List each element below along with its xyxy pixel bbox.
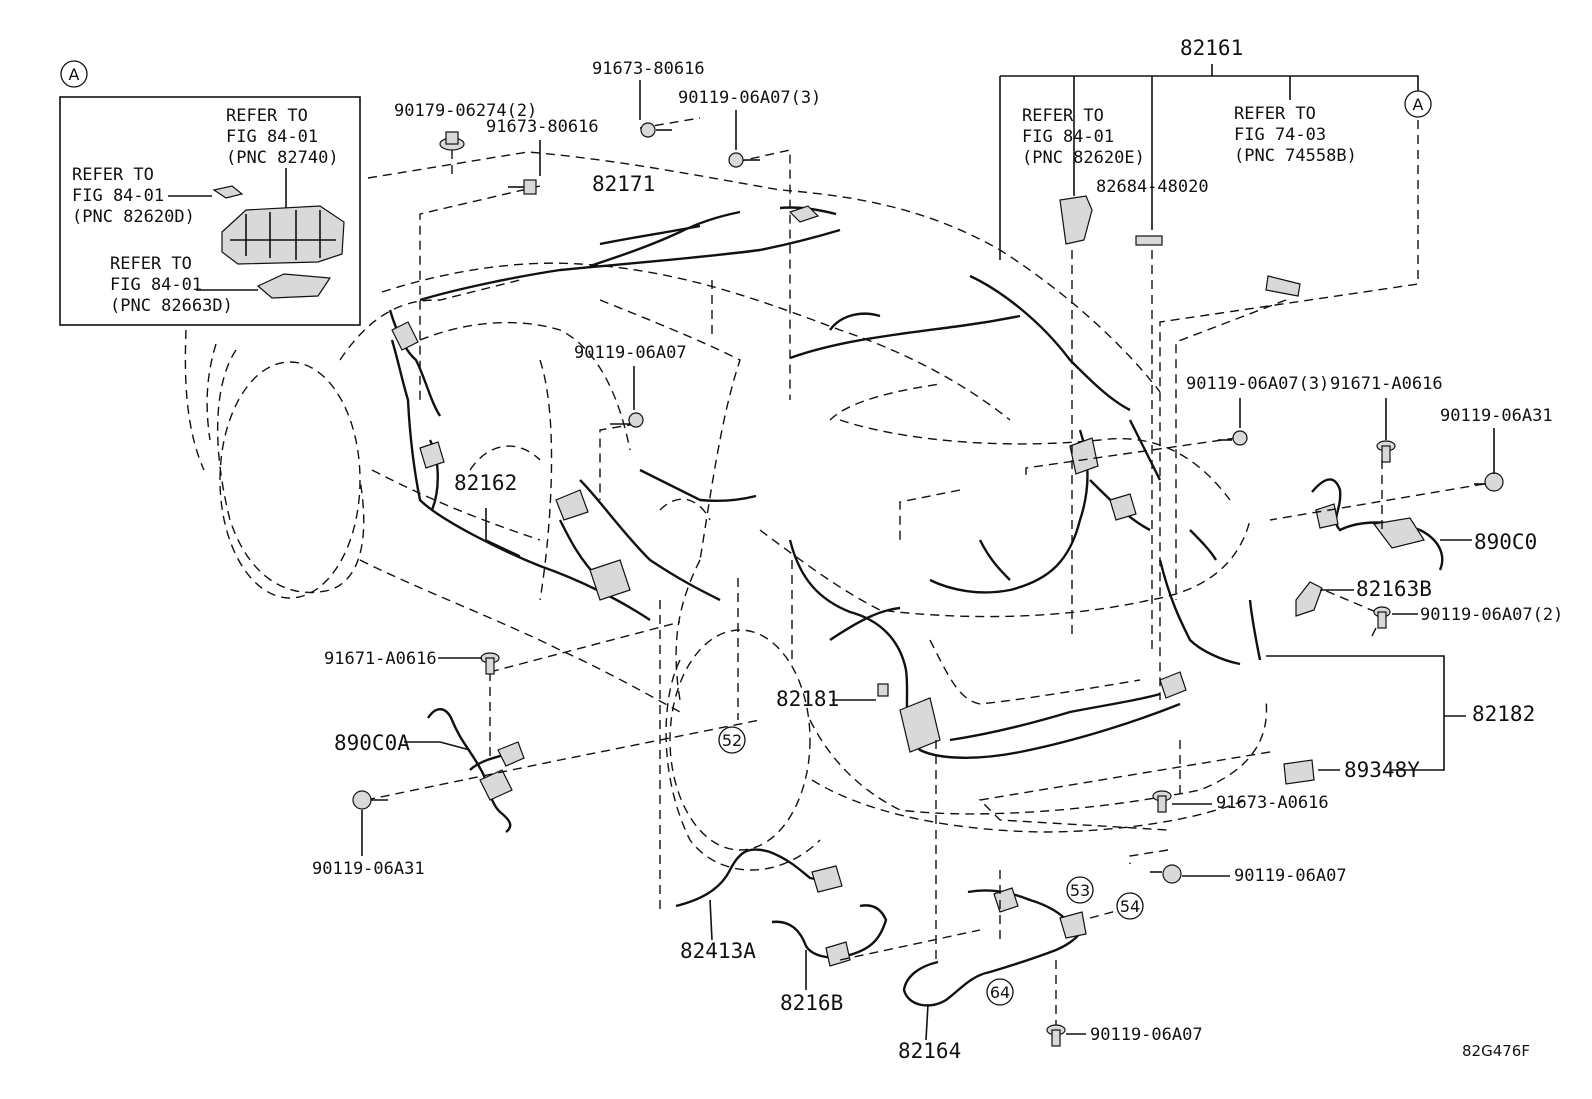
inset-panel: A REFER TO FIG 84-01 (PNC 82740) REFER T… [59,60,361,326]
bolt-icon [480,652,500,675]
harness-890c0a [427,708,525,833]
harness-82161-rear [929,419,1218,594]
label-91673-80616-b: 91673-80616 [486,117,599,137]
ecu-cover [256,273,332,299]
figure-code: 82G476F [1462,1042,1530,1060]
bolt-icon [1474,472,1504,492]
label-82171: 82171 [592,172,655,196]
right-marker-circle [1404,90,1432,118]
label-leaders [361,80,1495,1041]
label-90119-06a07-bottom: 90119-06A07 [1090,1025,1203,1045]
label-90119-06a07-3-top: 90119-06A07(3) [678,88,821,108]
leader-lines [365,117,1485,1030]
callout-54: 54 [1120,897,1140,916]
label-90119-06a07-mid: 90119-06A07 [574,343,687,363]
relay-bracket [1059,195,1093,245]
label-plate [1135,235,1163,246]
callout-53: 53 [1070,881,1090,900]
callout-53-circle [1066,876,1094,904]
label-89348y: 89348Y [1344,758,1420,782]
ecu-module [221,205,345,265]
inset-marker: A [69,65,80,84]
label-82163b: 82163B [1356,577,1432,601]
inset-ref2-line1: REFER TO [72,165,154,185]
inset-marker-circle [60,60,88,88]
label-82413a: 82413A [680,939,756,963]
inset-ref2-line3: (PNC 82620D) [72,207,195,227]
inset-ref2-line2: FIG 84-01 [72,186,164,206]
bolt-icon [640,122,672,138]
callout-64: 64 [990,983,1010,1002]
callout-circles: 52 53 54 64 [718,726,1144,1006]
harness-890c0 [1311,478,1444,571]
label-82161: 82161 [1180,36,1243,60]
harness-82182 [788,539,1262,759]
right-ref2-line1: REFER TO [1234,104,1316,124]
bolt-icon [728,152,760,168]
label-890c0: 890C0 [1474,530,1537,554]
harness-82171 [419,205,1131,412]
label-91671-a0616-right: 91671-A0616 [1330,374,1443,394]
pnc-82161-bracket [999,64,1419,260]
label-8216b: 8216B [780,991,843,1015]
bolt-icon [1218,430,1248,446]
right-marker: A [1413,95,1424,114]
clip-89348y [1283,759,1315,785]
bolt-icon [1152,790,1172,813]
pnc-82182-bracket [1266,655,1466,771]
label-90119-06a07-3-right: 90119-06A07(3) [1186,374,1329,394]
harness-8216b [771,904,888,967]
fasteners [352,122,1504,1047]
inset-ref3-line3: (PNC 82663D) [110,296,233,316]
label-90119-06a31-left: 90119-06A31 [312,859,425,879]
inset-ref3-line2: FIG 84-01 [110,275,202,295]
label-91673-80616-a: 91673-80616 [592,59,705,79]
right-ref2-line2: FIG 74-03 [1234,125,1326,145]
label-90119-06a31-right: 90119-06A31 [1440,406,1553,426]
inset-ref1-line1: REFER TO [226,106,308,126]
label-890c0a: 890C0A [334,731,410,755]
label-82182: 82182 [1472,702,1535,726]
label-plate [1265,275,1301,297]
inset-box [59,96,361,326]
bracket-small [212,185,244,199]
bolt-icon [439,131,465,151]
callout-52: 52 [722,731,742,750]
inset-ref1-line2: FIG 84-01 [226,127,318,147]
bolt-icon [1373,606,1391,629]
right-ref1-line2: FIG 84-01 [1022,127,1114,147]
bolt-icon [610,412,644,428]
label-90179-06274: 90179-06274(2) [394,101,537,121]
label-82181: 82181 [776,687,839,711]
inset-ref1-line3: (PNC 82740) [226,148,339,168]
label-82164: 82164 [898,1039,961,1063]
inset-ref3-line1: REFER TO [110,254,192,274]
right-ref1-line1: REFER TO [1022,106,1104,126]
bolt-icon [1046,1024,1066,1047]
harness-82413a [675,848,843,908]
bolt-icon [352,790,388,810]
callout-54-circle [1116,892,1144,920]
bolt-icon [1376,440,1396,463]
callout-52-circle [718,726,746,754]
label-90119-06a07-lower: 90119-06A07 [1234,866,1347,886]
label-82684-48020: 82684-48020 [1096,177,1209,197]
label-91671-a0616-left: 91671-A0616 [324,649,437,669]
harness-82162 [388,309,757,621]
label-91673-a0616: 91673-A0616 [1216,793,1329,813]
vehicle-body-outline [184,151,1268,871]
callout-64-circle [986,978,1014,1006]
label-82162: 82162 [454,471,517,495]
bolt-icon [1150,864,1182,884]
right-ref2-line3: (PNC 74558B) [1234,146,1357,166]
bracket-82163b [1295,581,1323,617]
bolt-icon [508,179,537,195]
right-ref1-line3: (PNC 82620E) [1022,148,1145,168]
part-labels: 82161 REFER TO FIG 84-01 (PNC 82620E) RE… [312,36,1563,1063]
label-90119-06a07-2: 90119-06A07(2) [1420,605,1563,625]
connector-82181 [877,683,889,697]
